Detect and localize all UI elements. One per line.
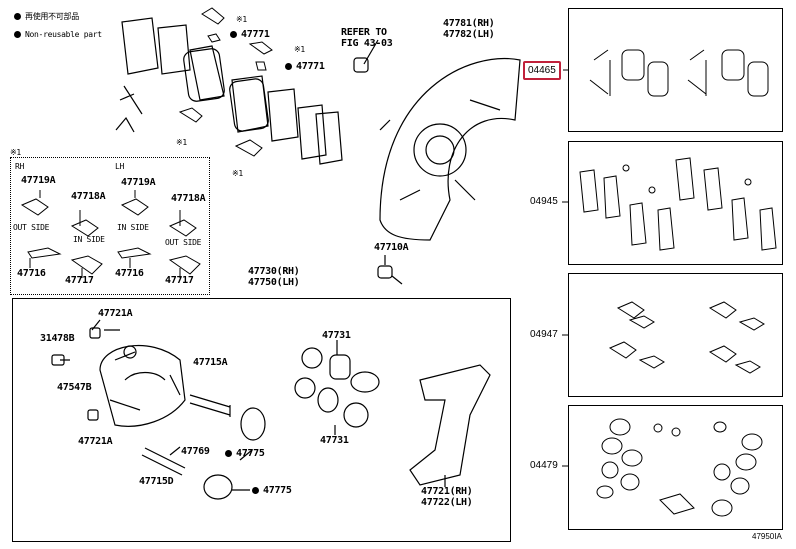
- part-label-47775[interactable]: 47775: [225, 448, 265, 459]
- inset-rh-label: RH: [15, 162, 25, 171]
- kit-box-04945[interactable]: [568, 141, 783, 265]
- part-label-47715A[interactable]: 47715A: [193, 357, 228, 368]
- part-label-47716[interactable]: 47716: [115, 268, 144, 279]
- part-label-47771[interactable]: 47771: [230, 29, 270, 40]
- kit-box-04947[interactable]: [568, 273, 783, 397]
- part-label-47717[interactable]: 47717: [65, 275, 94, 286]
- kit-code-04947[interactable]: 04947: [530, 329, 558, 340]
- part-label-31478B[interactable]: 31478B: [40, 333, 75, 344]
- kit-box-04465[interactable]: [568, 8, 783, 132]
- mark-star1: ※1: [176, 138, 187, 147]
- caliper-mounting: [409, 364, 491, 487]
- mark-star1: ※1: [294, 45, 305, 54]
- inset-outside-label: OUT SIDE: [165, 238, 202, 247]
- part-label-47771[interactable]: 47771: [285, 61, 325, 72]
- refer-label-line1[interactable]: REFER TO: [341, 27, 387, 38]
- part-label-47718A[interactable]: 47718A: [171, 193, 206, 204]
- mark-star1: ※1: [10, 148, 21, 157]
- legend-non-reusable-en: Non-reusable part: [14, 29, 102, 40]
- caliper-assembly-box: [12, 298, 511, 542]
- caliper-body: [99, 345, 186, 427]
- part-label-47718A[interactable]: 47718A: [71, 191, 106, 202]
- part-label-47782[interactable]: 47782(LH): [443, 29, 495, 40]
- pad-wear-indicators: [115, 85, 143, 133]
- refer-label-line2[interactable]: FIG 43-03: [341, 38, 393, 49]
- disc-brake-pads: [183, 48, 269, 132]
- part-label-47715D[interactable]: 47715D: [139, 476, 174, 487]
- figure-id: 47950IA: [752, 532, 782, 541]
- inset-inside-label: IN SIDE: [117, 223, 149, 232]
- kit-box-04479[interactable]: [568, 405, 783, 530]
- part-label-47731[interactable]: 47731: [322, 330, 351, 341]
- part-label-47731[interactable]: 47731: [320, 435, 349, 446]
- kit-04945-art: [579, 157, 777, 251]
- kit-code-04945[interactable]: 04945: [530, 196, 558, 207]
- bullet-icon: [14, 13, 21, 20]
- mark-star1: ※1: [236, 15, 247, 24]
- part-label-47716[interactable]: 47716: [17, 268, 46, 279]
- piston-seals: [294, 340, 380, 435]
- part-label-47717[interactable]: 47717: [165, 275, 194, 286]
- disc-brake-dust-cover: [353, 39, 521, 241]
- part-label-47710A[interactable]: 47710A: [374, 242, 409, 253]
- inset-clip-box: RH LH 47719A 47719A 47718A 47718A OUT SI…: [10, 157, 210, 295]
- inset-outside-label: OUT SIDE: [13, 223, 50, 232]
- part-label-47722[interactable]: 47722(LH): [421, 497, 473, 508]
- kit-code-04479[interactable]: 04479: [530, 460, 558, 471]
- part-label-47719A[interactable]: 47719A: [121, 177, 156, 188]
- part-label-47730[interactable]: 47730(RH): [248, 266, 300, 277]
- bullet-icon: [14, 31, 21, 38]
- bleeder-plug: [377, 255, 403, 285]
- kit-04465-art: [589, 49, 769, 97]
- legend-non-reusable-ja: 再使用不可部品: [14, 11, 79, 22]
- clips: [178, 7, 273, 157]
- mark-star1: ※1: [232, 169, 243, 178]
- legend-label: 再使用不可部品: [25, 12, 79, 21]
- legend-label: Non-reusable part: [25, 30, 102, 39]
- inset-lh-label: LH: [115, 162, 125, 171]
- inset-inside-label: IN SIDE: [73, 235, 105, 244]
- part-label-47719A[interactable]: 47719A: [21, 175, 56, 186]
- part-label-47721A[interactable]: 47721A: [78, 436, 113, 447]
- part-label-47781[interactable]: 47781(RH): [443, 18, 495, 29]
- inset-clip-parts: [20, 190, 201, 278]
- kit-04479-art: [596, 418, 763, 517]
- part-label-47547B[interactable]: 47547B: [57, 382, 92, 393]
- bushings-pins: [51, 319, 266, 500]
- part-label-47721[interactable]: 47721(RH): [421, 486, 473, 497]
- part-label-47750[interactable]: 47750(LH): [248, 277, 300, 288]
- kit-code-04465[interactable]: 04465: [523, 61, 561, 80]
- part-label-47769[interactable]: 47769: [181, 446, 210, 457]
- part-label-47721A[interactable]: 47721A: [98, 308, 133, 319]
- kit-04947-art: [608, 301, 765, 374]
- anti-squeal-shims: [121, 17, 343, 165]
- part-label-47775[interactable]: 47775: [252, 485, 292, 496]
